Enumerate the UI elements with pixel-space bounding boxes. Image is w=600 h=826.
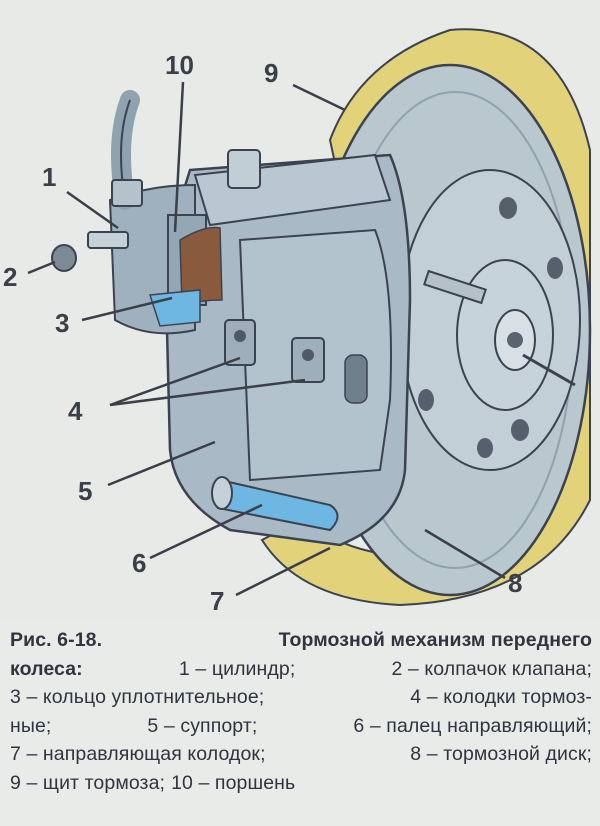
legend-item-3: 3 – кольцо уплотнительное; (10, 686, 265, 708)
figure-caption: Рис. 6-18. Тормозной механизм переднего … (10, 626, 592, 797)
legend-item-9: 9 – щит тормоза; (10, 771, 166, 794)
bolt-hole (499, 197, 517, 219)
hub-nut (507, 332, 523, 348)
caliper-window (344, 354, 368, 404)
legend-item-4-cont: ные; (10, 714, 52, 737)
axle-stud (522, 353, 576, 387)
callout-5: 5 (78, 476, 92, 506)
legend-item-7: 7 – направляющая колодок; (10, 743, 266, 765)
pad-pin (234, 330, 246, 342)
bleeder-valve (87, 231, 129, 249)
caption-line-4: ные; 5 – суппорт; 6 – палец направляющий… (10, 712, 592, 741)
caption-line-1: Рис. 6-18. Тормозной механизм переднего (10, 626, 592, 655)
callout-1: 1 (42, 162, 56, 192)
legend-item-2: 2 – колпачок клапана; (391, 657, 592, 680)
bolt-hole (418, 389, 434, 411)
callout-7: 7 (210, 586, 224, 616)
figure-title-part-2: колеса: (10, 657, 83, 680)
valve-cap (51, 244, 77, 272)
callout-3: 3 (55, 308, 69, 338)
seal-ring (149, 289, 201, 327)
caption-line-2: колеса: 1 – цилиндр; 2 – колпачок клапан… (10, 655, 592, 684)
caption-line-3: 3 – кольцо уплотнительное; 4 – колодки т… (10, 683, 592, 712)
callout-10: 10 (165, 50, 194, 80)
hose-fitting (111, 179, 143, 207)
pad-pin (302, 349, 314, 361)
callout-4: 4 (68, 396, 83, 426)
leader-lines (27, 81, 506, 597)
callout-2: 2 (3, 262, 17, 292)
figure-title-part-1: Тормозной механизм переднего (278, 629, 592, 651)
callout-8: 8 (508, 568, 522, 598)
guide-pin-head (211, 476, 233, 510)
legend-item-8: 8 – тормозной диск; (410, 743, 592, 765)
brake-pad-left (224, 319, 256, 366)
figure-label: Рис. 6-18. (10, 629, 103, 651)
brake-diagram: 1 2 3 4 5 6 7 8 9 10 (3, 28, 592, 616)
caliper-bolt (227, 149, 261, 189)
bolt-hole (511, 419, 529, 441)
callout-6: 6 (132, 548, 146, 578)
legend-item-5: 5 – суппорт; (147, 714, 258, 737)
caption-line-6: 9 – щит тормоза; 10 – поршень (10, 769, 592, 798)
legend-item-10: 10 – поршень (171, 771, 296, 794)
caption-line-5: 7 – направляющая колодок; 8 – тормозной … (10, 740, 592, 769)
bolt-hole (547, 257, 563, 279)
legend-item-4: 4 – колодки тормоз- (410, 686, 592, 708)
guide-pin (216, 478, 339, 532)
legend-item-1: 1 – цилиндр; (178, 657, 296, 680)
legend-item-6: 6 – палец направляющий; (353, 714, 592, 737)
wheel-stud (423, 269, 487, 305)
bolt-hole (477, 438, 493, 458)
callout-9: 9 (264, 58, 278, 88)
